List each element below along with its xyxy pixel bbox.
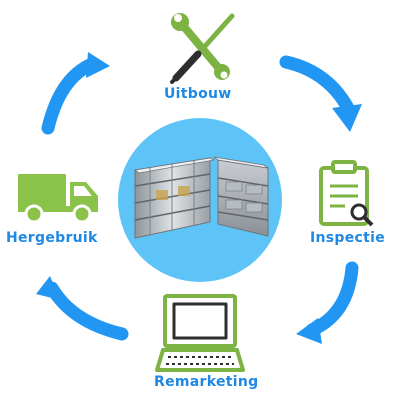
clipboard-search-icon	[319, 160, 374, 227]
arrow-top-left	[41, 52, 110, 135]
arrow-bottom-right	[296, 261, 359, 344]
van-shelving-image	[134, 156, 269, 239]
stage-label-uitbouw: Uitbouw	[164, 86, 232, 102]
stage-label-inspectie: Inspectie	[310, 230, 386, 246]
tools-icon	[170, 13, 235, 84]
computer-monitor-icon	[155, 294, 245, 372]
stage-label-remarketing: Remarketing	[154, 374, 259, 390]
truck-icon	[18, 174, 98, 224]
stage-label-hergebruik: Hergebruik	[6, 230, 98, 246]
arrow-bottom-left	[36, 276, 129, 341]
arrow-top-right	[279, 55, 362, 132]
